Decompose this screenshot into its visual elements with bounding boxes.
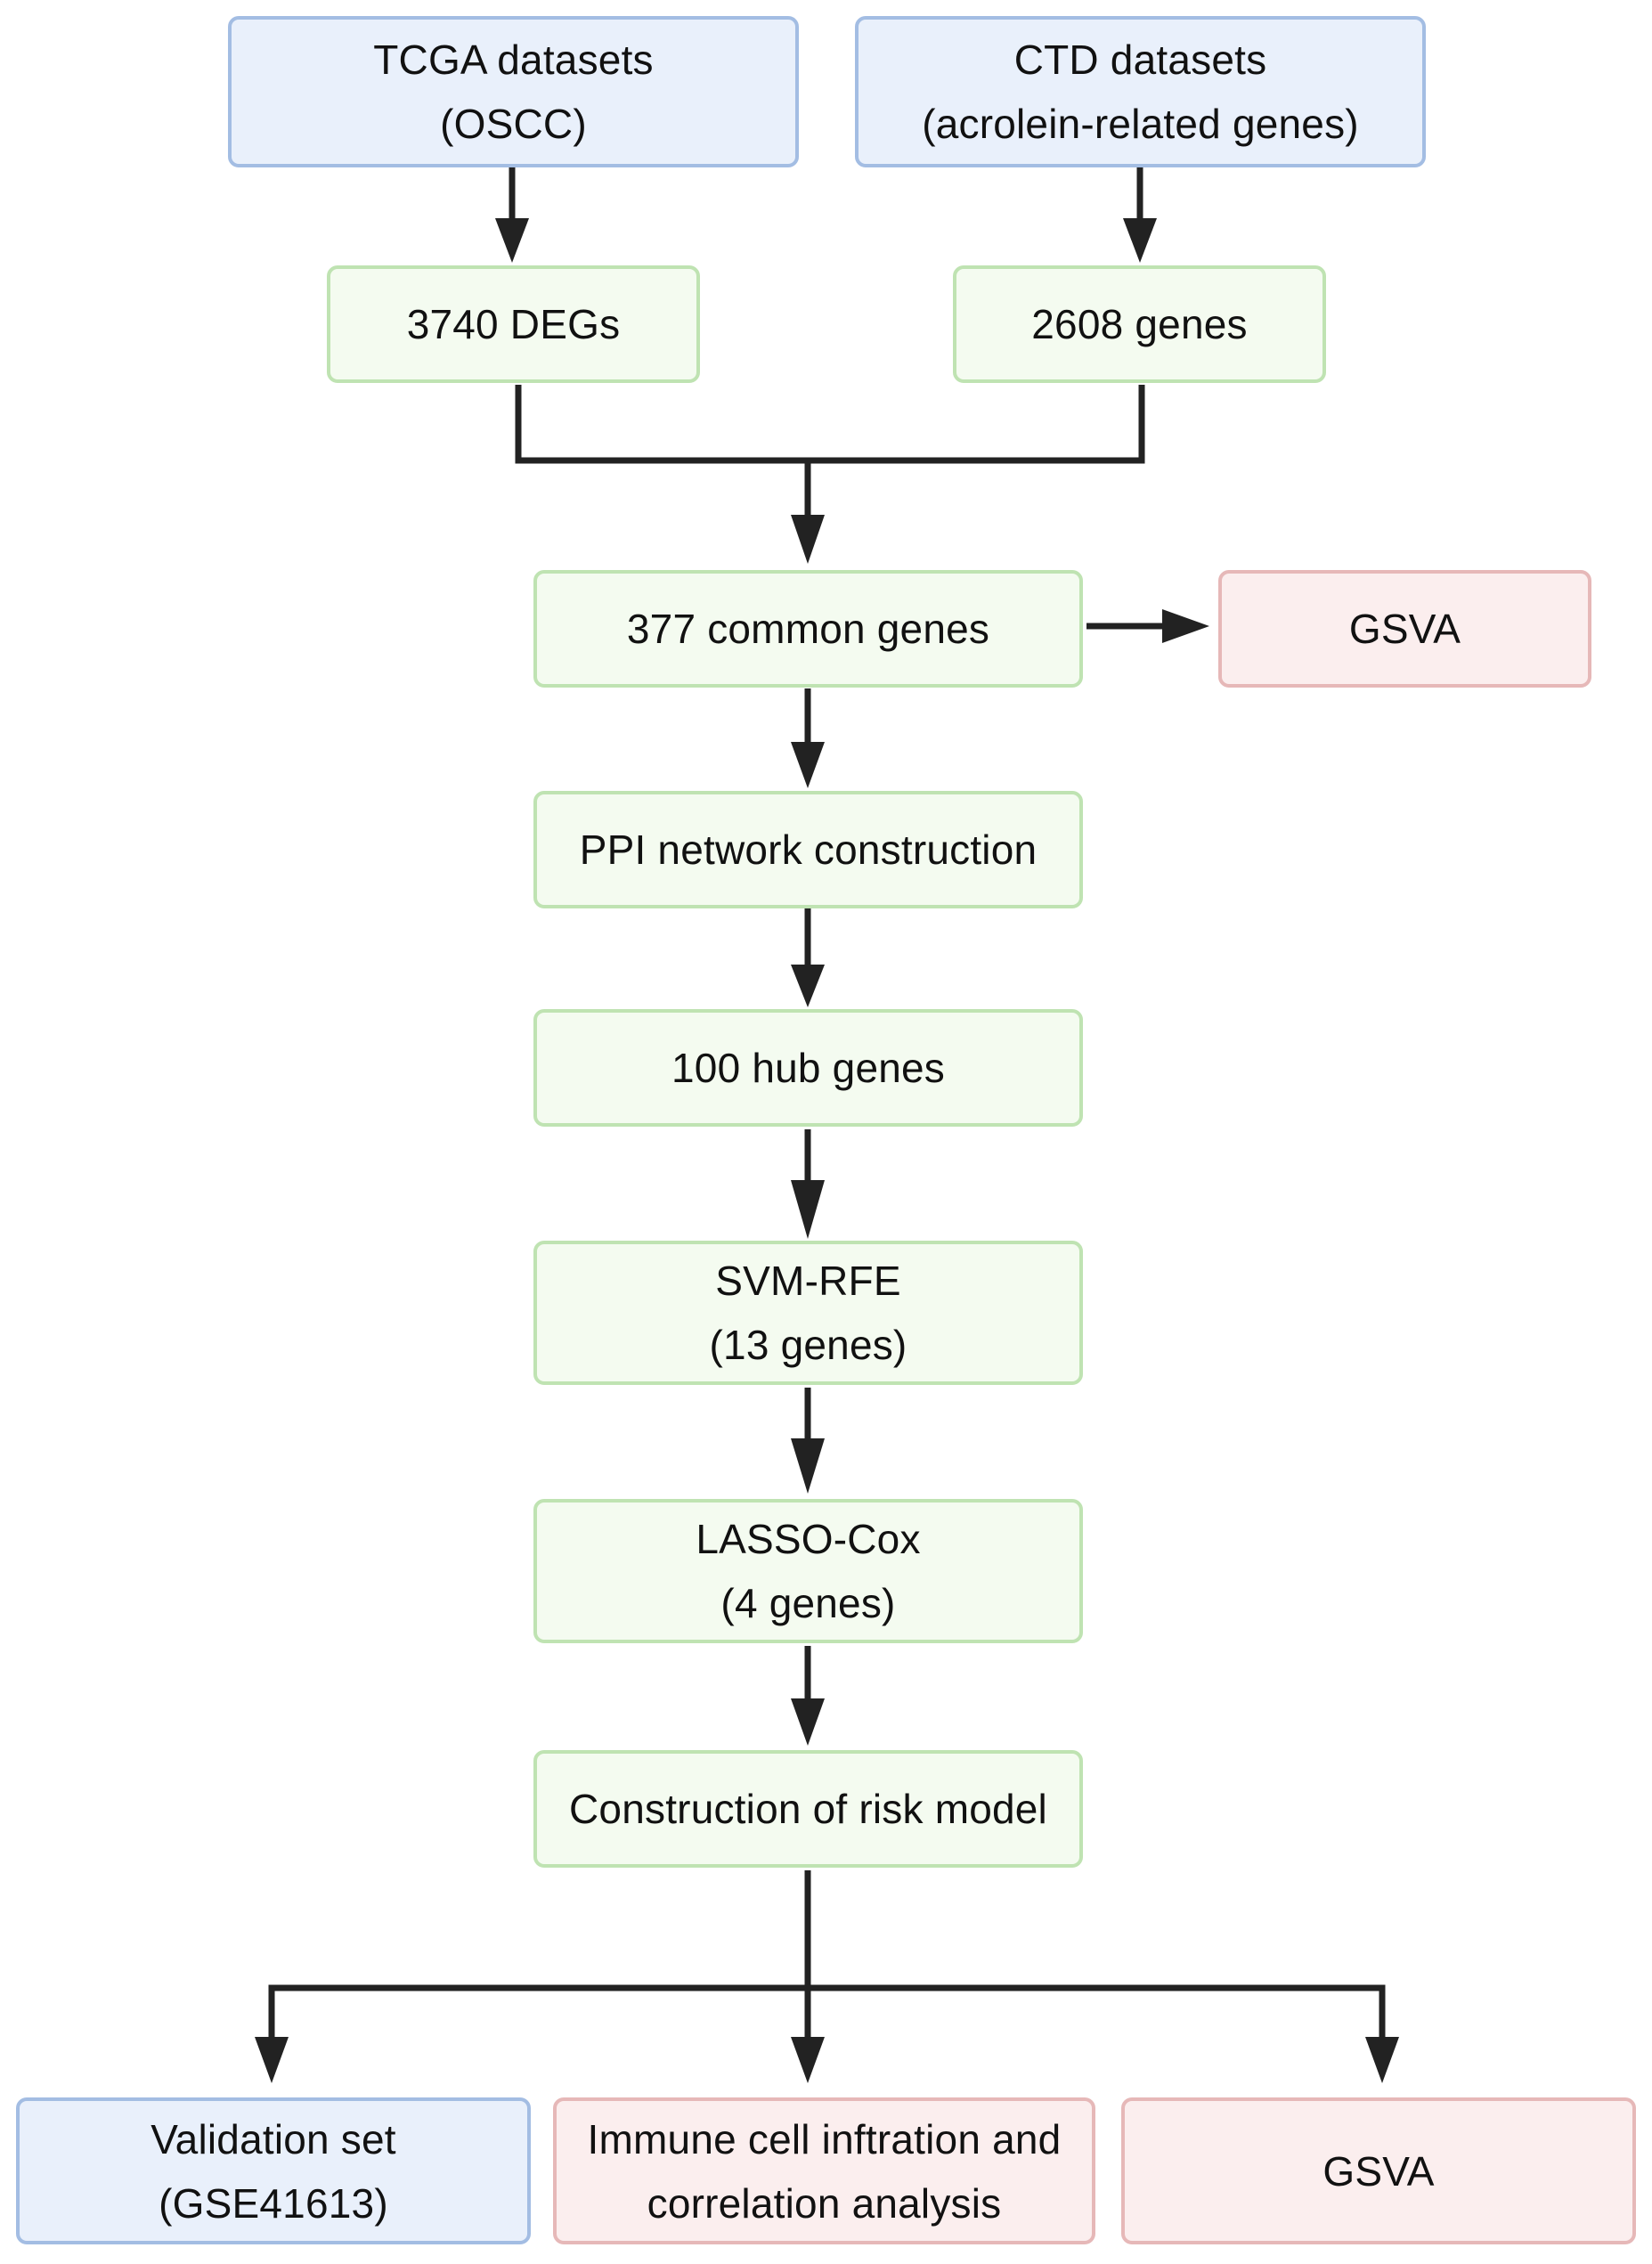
- lasso-cox-line2: (4 genes): [720, 1580, 896, 1626]
- ctd-datasets-line1: CTD datasets: [1013, 37, 1267, 83]
- arrowhead-hub-svm: [791, 1180, 825, 1239]
- ctd-genes-label: 2608 genes: [1031, 301, 1248, 347]
- arrowhead-ppi-hub: [791, 965, 825, 1007]
- validation-set-line1: Validation set: [151, 2115, 396, 2162]
- risk-model-box: Construction of risk model: [533, 1750, 1083, 1868]
- risk-model-label: Construction of risk model: [569, 1786, 1047, 1832]
- immune-cell-line2: correlation analysis: [647, 2179, 1002, 2227]
- svm-rfe-box: SVM-RFE (13 genes): [533, 1241, 1083, 1385]
- ppi-network-label: PPI network construction: [579, 827, 1038, 873]
- hub-genes-box: 100 hub genes: [533, 1009, 1083, 1127]
- lasso-cox-box: LASSO-Cox (4 genes): [533, 1499, 1083, 1643]
- lasso-cox-line1: LASSO-Cox: [696, 1516, 921, 1562]
- svm-rfe-line1: SVM-RFE: [715, 1258, 901, 1304]
- arrowhead-center: [791, 2037, 825, 2083]
- arrowhead-tcga-degs: [495, 218, 529, 263]
- immune-cell-line1: Immune cell inftration and: [587, 2115, 1062, 2162]
- tcga-datasets-line2: (OSCC): [440, 101, 587, 147]
- ctd-genes-box: 2608 genes: [953, 265, 1326, 383]
- hub-genes-label: 100 hub genes: [671, 1045, 945, 1091]
- ctd-datasets-box: CTD datasets (acrolein-related genes): [855, 16, 1426, 167]
- validation-set-box: Validation set (GSE41613): [16, 2097, 531, 2244]
- gsva-bottom-label: GSVA: [1322, 2147, 1435, 2195]
- arrowhead-common-gsva: [1162, 609, 1209, 643]
- connector-merge-bracket: [515, 385, 1145, 464]
- arrowhead-merge-common: [791, 515, 825, 564]
- connector-split-bar: [268, 1984, 1386, 2040]
- arrowhead-common-ppi: [791, 742, 825, 788]
- gsva-top-label: GSVA: [1348, 606, 1461, 652]
- gsva-top-box: GSVA: [1218, 570, 1591, 688]
- common-genes-box: 377 common genes: [533, 570, 1083, 688]
- degs-box: 3740 DEGs: [327, 265, 700, 383]
- tcga-datasets-line1: TCGA datasets: [373, 37, 654, 83]
- immune-cell-box: Immune cell inftration and correlation a…: [553, 2097, 1095, 2244]
- arrowhead-left: [255, 2037, 289, 2083]
- arrowhead-svm-lasso: [791, 1438, 825, 1494]
- ctd-datasets-line2: (acrolein-related genes): [922, 101, 1359, 147]
- gsva-bottom-box: GSVA: [1121, 2097, 1636, 2244]
- arrowhead-ctd-genes: [1123, 218, 1157, 263]
- svm-rfe-line2: (13 genes): [709, 1322, 907, 1368]
- validation-set-line2: (GSE41613): [159, 2179, 388, 2227]
- arrowhead-right: [1365, 2037, 1399, 2083]
- degs-label: 3740 DEGs: [406, 301, 621, 347]
- ppi-network-box: PPI network construction: [533, 791, 1083, 908]
- arrowhead-lasso-risk: [791, 1698, 825, 1746]
- common-genes-label: 377 common genes: [626, 606, 990, 652]
- tcga-datasets-box: TCGA datasets (OSCC): [228, 16, 799, 167]
